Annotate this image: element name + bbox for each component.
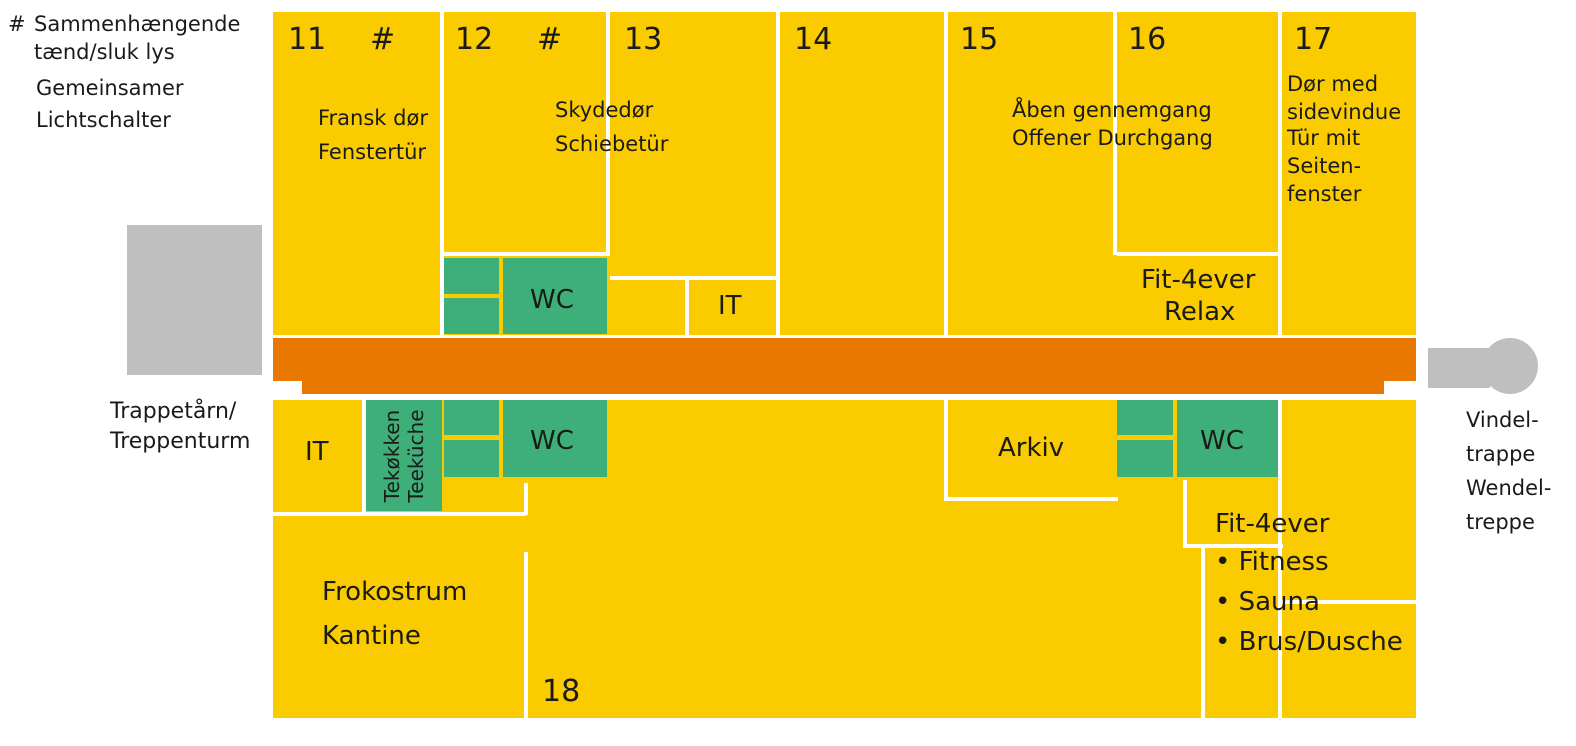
wall-wc-top	[444, 252, 610, 256]
wc-bottom-left	[503, 400, 607, 477]
wc-top-cubicle-1	[444, 258, 499, 294]
tea-kitchen-label-da: Tekøkken	[380, 409, 404, 503]
wc-bottom-right-cubicle-2	[1117, 440, 1173, 477]
wall-it-side	[685, 280, 689, 335]
wall-14-15	[944, 12, 948, 335]
french-door-label-1: Fransk dør	[318, 106, 428, 130]
open-passage-label-1: Åben gennemgang	[1012, 98, 1212, 122]
wc-top-cubicle-2	[444, 298, 499, 334]
wall-it-top	[610, 276, 778, 280]
it-bottom-label: IT	[305, 437, 329, 467]
stair-tower-label-2: Treppenturm	[110, 429, 251, 454]
sauna-item: • Sauna	[1215, 587, 1320, 617]
room-18-number: 18	[542, 674, 581, 709]
wc-top	[503, 258, 607, 334]
wc-bottom-left-cubicle-2	[444, 440, 499, 477]
wc-bottom-right	[1177, 400, 1278, 477]
tea-kitchen-label: Tekøkken Teeküche	[380, 409, 428, 502]
wc-bottom-right-cubicle-1	[1117, 400, 1173, 435]
corridor-lower-edge	[302, 380, 1384, 394]
fitness-item: • Fitness	[1215, 547, 1329, 577]
wall-arkiv-bottom	[944, 497, 1118, 501]
wall-12-13	[606, 12, 610, 255]
wall-it-bottom	[273, 512, 526, 516]
archive-label: Arkiv	[998, 433, 1065, 463]
spiral-stair-connector	[1428, 348, 1490, 388]
room-17-number: 17	[1294, 22, 1333, 57]
legend-symbol: #	[8, 12, 26, 36]
room-11-number: 11	[288, 22, 327, 57]
spiral-stair-label-4: treppe	[1466, 510, 1535, 534]
side-window-door-label-1: Dør med	[1287, 72, 1379, 96]
wall-fit-top	[1183, 544, 1283, 548]
shower-item: • Brus/Dusche	[1215, 627, 1403, 657]
side-window-door-label-5: fenster	[1287, 182, 1362, 206]
spiral-stair	[1482, 338, 1538, 394]
fit-relax-label-1: Fit-4ever	[1141, 265, 1256, 295]
fit-bottom-label: Fit-4ever	[1215, 509, 1330, 539]
it-top-label: IT	[718, 291, 742, 321]
spiral-stair-label-2: trappe	[1466, 442, 1536, 466]
sliding-door-label-2: Schiebetür	[555, 132, 669, 156]
wall-18-upper	[524, 483, 528, 515]
spiral-stair-label-3: Wendel-	[1466, 476, 1552, 500]
room-12-hash: #	[537, 22, 563, 57]
legend-line-2: tænd/sluk lys	[34, 40, 175, 64]
tea-kitchen-label-de: Teeküche	[404, 409, 428, 503]
room-16-number: 16	[1128, 22, 1167, 57]
wall-16-17	[1278, 12, 1282, 335]
wall-18-lower	[524, 552, 528, 718]
wall-it-tekokken	[362, 400, 366, 512]
side-window-door-label-3: Tür mit	[1287, 126, 1361, 150]
wc-bottom-left-label: WC	[530, 426, 574, 456]
legend-line-1: Sammenhængende	[34, 12, 241, 36]
wall-fit-right	[1278, 400, 1282, 718]
wall-arkiv-left	[944, 400, 948, 500]
wall-fit-shower	[1282, 600, 1416, 604]
legend-line-4: Lichtschalter	[36, 108, 171, 132]
room-15-number: 15	[960, 22, 999, 57]
room-11-hash: #	[370, 22, 396, 57]
wc-bottom-right-label: WC	[1200, 426, 1244, 456]
wc-bottom-left-cubicle-1	[444, 400, 499, 435]
stair-tower	[127, 225, 262, 375]
canteen-label-2: Kantine	[322, 621, 421, 651]
spiral-stair-label-1: Vindel-	[1466, 408, 1539, 432]
canteen-label-1: Frokostrum	[322, 577, 468, 607]
sliding-door-label-1: Skydedør	[555, 98, 654, 122]
wall-13-14	[776, 12, 780, 335]
side-window-door-label-2: sidevindue	[1287, 100, 1402, 124]
side-window-door-label-4: Seiten-	[1287, 154, 1362, 178]
room-14-number: 14	[794, 22, 833, 57]
fit-relax-label-2: Relax	[1164, 297, 1236, 327]
room-12-number: 12	[455, 22, 494, 57]
wall-11-12	[440, 12, 444, 335]
tea-kitchen	[366, 400, 442, 511]
french-door-label-2: Fenstertür	[318, 140, 427, 164]
wall-fit-left-upper	[1183, 480, 1187, 546]
wall-fit-left-lower	[1201, 544, 1205, 718]
legend-line-3: Gemeinsamer	[36, 76, 184, 100]
wall-15-16	[1113, 12, 1117, 255]
wc-top-label: WC	[530, 285, 574, 315]
stair-tower-label-1: Trappetårn/	[110, 399, 237, 424]
corridor	[273, 338, 1416, 381]
room-13-number: 13	[624, 22, 663, 57]
open-passage-label-2: Offener Durchgang	[1012, 126, 1213, 150]
wall-relax-top	[1117, 252, 1278, 256]
